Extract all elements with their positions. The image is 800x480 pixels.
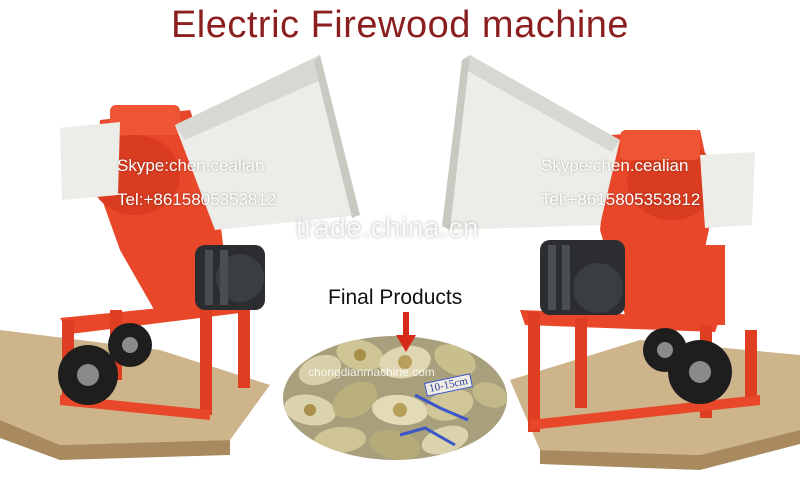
left-hopper — [175, 55, 360, 230]
oval-watermark-text: chongdianmachine.com — [308, 365, 435, 379]
right-hopper — [450, 55, 620, 230]
watermark-text: trade.china.cn — [296, 212, 479, 243]
right-tel-text: Tel:+8615805353812 — [541, 190, 701, 209]
right-outlet-chute — [700, 152, 755, 228]
right-motor — [540, 240, 625, 315]
final-products-label: Final Products — [328, 286, 463, 309]
right-machine — [442, 55, 800, 470]
right-skype-text: Skype:chen.cealian — [541, 156, 689, 175]
left-outlet-chute — [60, 122, 120, 200]
left-tel-text: Tel:+8615805353812 — [117, 190, 277, 209]
page-title: Electric Firewood machine — [170, 4, 630, 46]
right-frame — [520, 310, 720, 332]
left-skype-text: Skype:chen.cealian — [117, 156, 265, 175]
down-arrow-icon — [396, 312, 416, 352]
left-machine — [0, 55, 360, 460]
left-motor — [195, 245, 265, 310]
final-products-photo — [283, 336, 507, 460]
